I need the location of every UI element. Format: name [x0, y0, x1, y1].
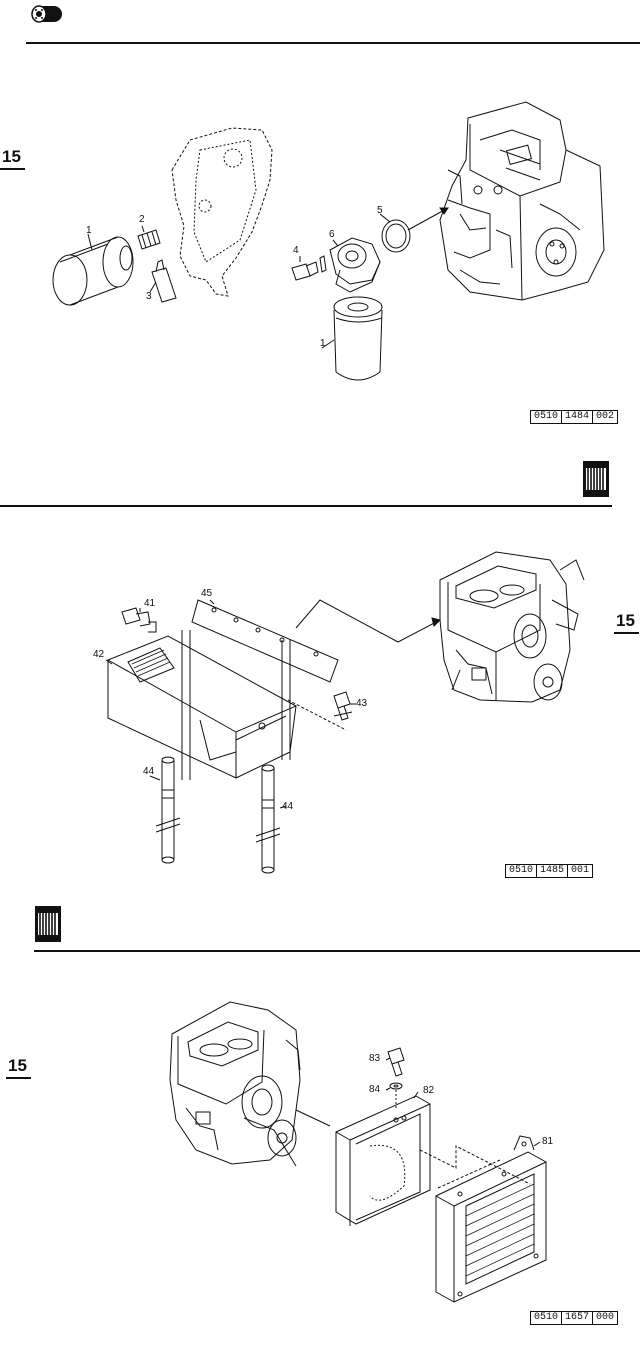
part-label-45: 45: [201, 588, 213, 599]
part-label-5: 5: [377, 205, 383, 216]
part-label-83: 83: [369, 1053, 381, 1064]
radiator: [436, 1136, 546, 1302]
mounting-bracket: [192, 600, 338, 682]
pressure-switch: [292, 256, 326, 280]
oil-pipe-left: [156, 757, 180, 863]
part-label-42: 42: [93, 649, 105, 660]
sealing-ring: [382, 220, 410, 252]
oil-cooler-icon: [35, 906, 61, 942]
section-divider-2: [0, 505, 612, 507]
filter-cartridge-left: [53, 237, 133, 305]
sealant-tube: [152, 260, 176, 302]
part-label-44a: 44: [143, 766, 155, 777]
part-label-82: 82: [423, 1085, 435, 1096]
filter-cartridge-right: [334, 297, 382, 380]
section-number-3: 15: [6, 1057, 31, 1079]
engine-illustration-3: [170, 1002, 300, 1166]
part-label-44b: 44: [282, 801, 294, 812]
part-label-6: 6: [329, 229, 335, 240]
filter-head: [330, 238, 380, 292]
section-divider-1: [26, 42, 640, 44]
engine-illustration-2: [440, 552, 584, 702]
threaded-nipple: [138, 230, 160, 249]
part-label-2: 2: [139, 214, 145, 225]
oil-cooler-icon: [583, 461, 609, 497]
part-label-1a: 1: [86, 225, 92, 236]
oil-filter-icon: [31, 5, 62, 23]
bolt-and-washer: [388, 1048, 404, 1110]
part-label-41: 41: [144, 598, 156, 609]
part-label-81: 81: [542, 1136, 554, 1147]
engine-illustration-1: [440, 102, 604, 300]
section-number-2: 15: [614, 612, 639, 634]
fan-shroud: [336, 1096, 430, 1226]
part-label-43: 43: [356, 698, 368, 709]
part-label-4: 4: [293, 245, 299, 256]
temperature-sensor: [122, 608, 156, 632]
section-number-1: 15: [0, 148, 25, 170]
part-label-3: 3: [146, 291, 152, 302]
part-label-1b: 1: [320, 338, 326, 349]
section-divider-3: [34, 950, 640, 952]
part-label-84: 84: [369, 1084, 381, 1095]
oil-pipe-right: [256, 765, 280, 873]
